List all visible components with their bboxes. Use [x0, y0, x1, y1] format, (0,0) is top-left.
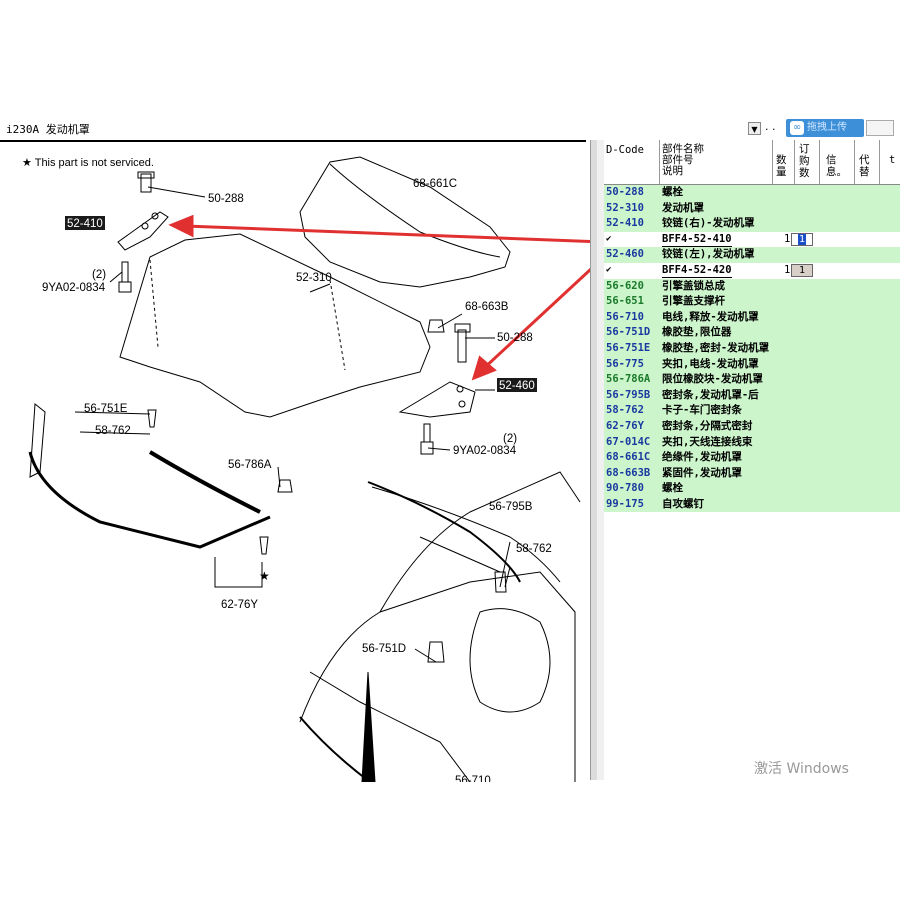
- header-substitute: 代替: [859, 154, 870, 178]
- divider: [0, 140, 586, 142]
- header-order: 订购数: [799, 143, 810, 179]
- label-68-663b: 68-663B: [465, 301, 509, 313]
- header-dcode: D-Code: [606, 144, 644, 156]
- toolbar-button[interactable]: [866, 120, 894, 136]
- check-icon[interactable]: ✔: [606, 264, 612, 275]
- hood-panel: [119, 233, 431, 418]
- left-hinge: [398, 381, 476, 418]
- label-68-661c: 68-661C: [413, 178, 457, 190]
- label-52-410: 52-410: [67, 218, 103, 230]
- header-desc: 说明: [662, 165, 683, 177]
- part-qty: 1: [784, 263, 791, 276]
- hood-insulator: [299, 156, 511, 288]
- release-cable: [299, 716, 371, 783]
- label-56-751d: 56-751D: [362, 643, 406, 655]
- weatherstrip-front: [28, 451, 271, 549]
- label-62-76y: 62-76Y: [221, 599, 258, 611]
- activation-watermark: 激活 Windows: [754, 761, 849, 777]
- header-name: 部件名称: [662, 143, 704, 155]
- star-icon: ★: [259, 569, 270, 583]
- header-qty: 数量: [776, 154, 787, 178]
- car-body: [299, 571, 576, 783]
- label-9ya02-b: 9YA02-0834: [453, 445, 517, 457]
- seal-strip: [148, 450, 261, 514]
- label-58-762-a: 58-762: [95, 425, 131, 437]
- label-56-795b: 56-795B: [489, 501, 533, 513]
- parts-list-header: D-Code 部件名称 部件号 说明 数量 订购数 信息。 代替 t: [604, 140, 900, 185]
- label-50-288-b: 50-288: [497, 332, 533, 344]
- order-qty-input[interactable]: 1: [791, 263, 813, 277]
- order-qty-input[interactable]: 1: [791, 232, 813, 246]
- label-56-786a: 56-786A: [228, 459, 272, 471]
- dropdown-button[interactable]: ▼: [748, 122, 761, 135]
- upload-button[interactable]: ∞拖拽上传: [786, 119, 864, 137]
- part-number-row[interactable]: ✔ BFF4-52-410 1 1: [604, 231, 900, 248]
- label-qty-a: (2): [92, 269, 106, 281]
- label-50-288-a: 50-288: [208, 193, 244, 205]
- cloud-icon: ∞: [790, 121, 804, 135]
- right-hinge: [117, 211, 169, 251]
- part-number: BFF4-52-410: [662, 232, 732, 247]
- scrollbar[interactable]: [591, 140, 597, 780]
- upload-label: 拖拽上传: [807, 122, 847, 133]
- parts-diagram: ★ This part is not serviced. 50-288 52-4…: [0, 142, 606, 787]
- header-extra: t: [889, 154, 896, 166]
- window-title: i230A 发动机罩: [6, 123, 90, 136]
- more-button[interactable]: . .: [765, 120, 776, 133]
- header-info: 信息。: [826, 154, 847, 178]
- part-number-row[interactable]: ✔ BFF4-52-420 1 1: [604, 262, 900, 279]
- parts-list-panel: D-Code 部件名称 部件号 说明 数量 订购数 信息。 代替 t 50-28…: [604, 140, 900, 780]
- header-partno: 部件号: [662, 154, 694, 166]
- label-52-310: 52-310: [296, 272, 332, 284]
- label-9ya02-a: 9YA02-0834: [42, 282, 106, 294]
- label-52-460: 52-460: [499, 380, 535, 392]
- part-number: BFF4-52-420: [662, 263, 732, 278]
- label-56-710: 56-710: [455, 775, 491, 782]
- window-titlebar: i230A 发动机罩 ▼ . . ∞拖拽上传: [0, 118, 900, 140]
- label-56-751e: 56-751E: [84, 403, 128, 415]
- note-text: ★ This part is not serviced.: [22, 157, 154, 169]
- part-qty: 1: [784, 232, 791, 245]
- label-58-762-b: 58-762: [516, 543, 552, 555]
- label-qty-b: (2): [503, 433, 517, 445]
- check-icon[interactable]: ✔: [606, 233, 612, 244]
